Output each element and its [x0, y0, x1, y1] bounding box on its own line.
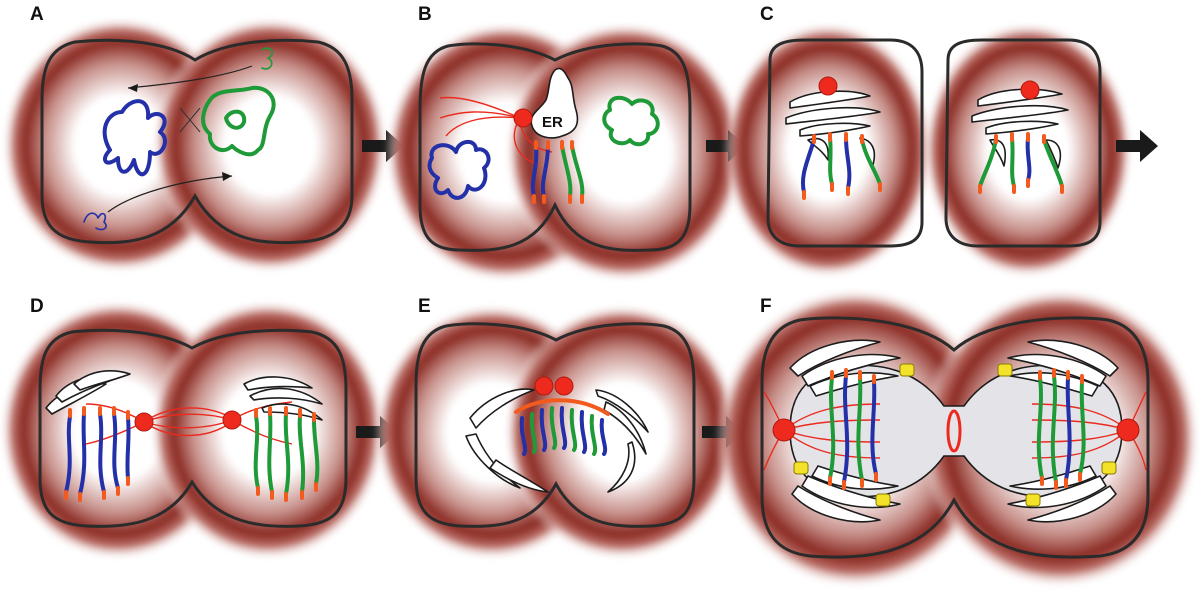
centrosome-icon [534, 376, 554, 396]
right-er-membranes [243, 376, 323, 421]
panel-e: E [374, 296, 740, 560]
left-er-membranes [465, 388, 549, 493]
panel-label-c: C [760, 4, 774, 25]
right-cell-outline [944, 38, 1102, 248]
sperm-chromosome-green [261, 47, 274, 70]
stage-arrow-icon [1116, 130, 1158, 162]
panel-label-b: B [418, 4, 432, 25]
left-er-membranes [785, 90, 881, 169]
panel-label-e: E [418, 296, 431, 317]
centrosome-icon [1116, 418, 1140, 442]
right-er-membranes [595, 389, 649, 493]
migration-arrows [107, 65, 253, 213]
two-cell-outline [418, 42, 692, 252]
left-cell-outline [766, 38, 924, 248]
two-cell-outline [40, 38, 354, 245]
right-chromosome-set [1036, 368, 1086, 490]
centrosome-icon [1020, 80, 1040, 100]
centrosome-icon [554, 376, 574, 396]
maternal-pronucleus [602, 95, 660, 147]
panel-f: F [715, 288, 1200, 588]
panel-b: B ER [385, 4, 745, 282]
paternal-chromosome [102, 99, 167, 176]
right-er-membranes [971, 88, 1069, 169]
right-chromosomes [978, 132, 1064, 194]
maternal-chromosome [201, 85, 276, 157]
panel-a: A [2, 4, 388, 273]
centrosome-icon [513, 108, 533, 128]
cleavage-ring [946, 409, 962, 453]
paternal-pronucleus [427, 140, 491, 200]
left-er-membranes [45, 370, 131, 415]
left-chromosomes [801, 132, 882, 200]
cell-halo [0, 300, 386, 560]
two-cell-outline [760, 316, 1150, 559]
panel-d: D [0, 296, 386, 560]
metaphase-plate [514, 398, 610, 456]
centrosome-icon [134, 412, 154, 432]
endoplasmic-reticulum [530, 67, 579, 139]
panel-label-f: F [760, 296, 772, 317]
left-chromosome-set [64, 406, 131, 502]
panel-label-a: A [30, 4, 44, 25]
centrosome-icon [222, 410, 242, 430]
er-label: ER [542, 114, 563, 131]
centrosome-icon [772, 418, 796, 442]
condensing-chromosomes [530, 140, 585, 204]
two-cell-outline [414, 322, 696, 528]
sperm-chromosome-blue [83, 212, 107, 231]
cell-halo [2, 17, 388, 273]
two-cell-outline [38, 328, 348, 528]
centrosome-icon [818, 76, 838, 96]
nuclear-pore-icon [793, 363, 1117, 507]
maternal-chromosome-loop [224, 109, 247, 130]
panel-label-d: D [30, 296, 44, 317]
right-chromosome-set [253, 406, 320, 502]
left-chromosome-set [828, 368, 878, 490]
cell-halo [723, 22, 1133, 278]
panel-c: C [723, 4, 1133, 278]
